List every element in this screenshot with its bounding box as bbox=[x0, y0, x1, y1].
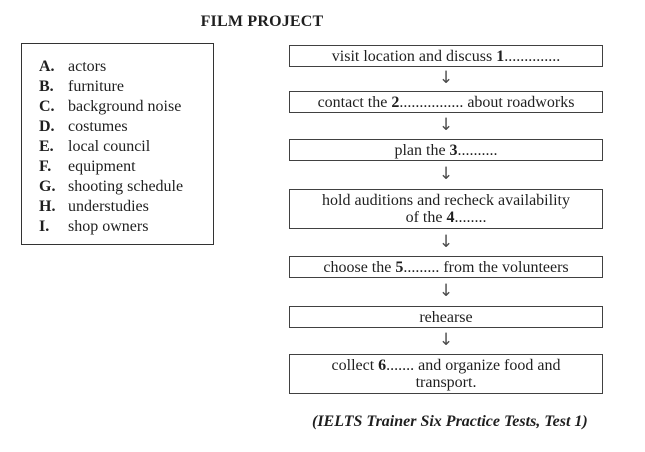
options-panel: A. actors B. furniture C. background noi… bbox=[21, 43, 214, 245]
blank-6-dots: ....... and organize food and bbox=[386, 357, 561, 374]
down-arrow-icon: ↓ bbox=[438, 164, 454, 184]
step-line: contact the 2................ about road… bbox=[294, 94, 598, 111]
step-line: rehearse bbox=[294, 309, 598, 326]
option-letter: A. bbox=[39, 58, 55, 75]
option-label: equipment bbox=[68, 158, 136, 175]
question-4-number: 4 bbox=[446, 209, 455, 226]
step-line: of the 4........ bbox=[294, 209, 598, 226]
option-letter: C. bbox=[39, 98, 55, 115]
step-text: contact the bbox=[317, 93, 392, 111]
blank-1-dots: .............. bbox=[504, 47, 561, 65]
step-line: plan the 3.......... bbox=[294, 142, 598, 159]
option-label: actors bbox=[68, 58, 107, 75]
step-text: collect bbox=[331, 357, 379, 374]
option-letter: I. bbox=[39, 218, 50, 235]
step-text: transport. bbox=[415, 374, 477, 391]
down-arrow-icon: ↓ bbox=[438, 281, 454, 301]
option-label: local council bbox=[68, 138, 151, 155]
option-letter: H. bbox=[39, 198, 56, 215]
option-h: H. understudies bbox=[39, 197, 207, 217]
option-e: E. local council bbox=[39, 137, 207, 157]
down-arrow-icon: ↓ bbox=[438, 231, 454, 252]
option-letter: F. bbox=[39, 158, 52, 175]
flow-step-2: contact the 2................ about road… bbox=[289, 91, 603, 113]
option-i: I. shop owners bbox=[39, 217, 207, 237]
flow-step-3: plan the 3.......... bbox=[289, 139, 603, 161]
option-f: F. equipment bbox=[39, 157, 207, 177]
down-arrow-icon: ↓ bbox=[438, 115, 454, 135]
step-text: choose the bbox=[323, 258, 396, 276]
step-text: hold auditions and recheck availability bbox=[322, 192, 570, 209]
option-c: C. background noise bbox=[39, 97, 207, 117]
option-label: background noise bbox=[68, 98, 182, 115]
option-d: D. costumes bbox=[39, 117, 207, 137]
blank-4-dots: ........ bbox=[454, 209, 487, 226]
blank-5-dots: ......... from the volunteers bbox=[403, 258, 569, 276]
option-letter: D. bbox=[39, 118, 55, 135]
blank-2-dots: ................ about roadworks bbox=[399, 93, 575, 111]
option-letter: G. bbox=[39, 178, 56, 195]
blank-3-dots: .......... bbox=[457, 141, 498, 159]
question-6-number: 6 bbox=[378, 357, 387, 374]
step-text: visit location and discuss bbox=[331, 47, 497, 65]
question-1-number: 1 bbox=[496, 47, 505, 65]
option-label: costumes bbox=[68, 118, 128, 135]
down-arrow-icon: ↓ bbox=[438, 330, 454, 350]
step-text: of the bbox=[405, 209, 447, 226]
option-letter: B. bbox=[39, 78, 54, 95]
question-2-number: 2 bbox=[391, 93, 400, 111]
step-line: transport. bbox=[294, 374, 598, 391]
flow-step-5: choose the 5......... from the volunteer… bbox=[289, 256, 603, 278]
step-text: rehearse bbox=[419, 308, 473, 326]
page-title: FILM PROJECT bbox=[200, 13, 324, 30]
question-3-number: 3 bbox=[449, 141, 458, 159]
down-arrow-icon: ↓ bbox=[438, 68, 454, 88]
step-line: visit location and discuss 1............… bbox=[294, 48, 598, 65]
source-caption: (IELTS Trainer Six Practice Tests, Test … bbox=[312, 413, 588, 430]
flow-step-1: visit location and discuss 1............… bbox=[289, 45, 603, 67]
option-label: shooting schedule bbox=[68, 178, 184, 195]
question-5-number: 5 bbox=[395, 258, 404, 276]
step-line: collect 6....... and organize food and bbox=[294, 357, 598, 374]
flow-step-7: collect 6....... and organize food and t… bbox=[289, 354, 603, 394]
option-b: B. furniture bbox=[39, 77, 207, 97]
step-text: plan the bbox=[394, 141, 450, 159]
option-g: G. shooting schedule bbox=[39, 177, 207, 197]
option-letter: E. bbox=[39, 138, 54, 155]
step-line: hold auditions and recheck availability bbox=[294, 192, 598, 209]
step-line: choose the 5......... from the volunteer… bbox=[294, 259, 598, 276]
flow-step-4: hold auditions and recheck availability … bbox=[289, 189, 603, 229]
option-label: understudies bbox=[68, 198, 149, 215]
option-label: furniture bbox=[68, 78, 124, 95]
option-a: A. actors bbox=[39, 57, 207, 77]
flow-step-6: rehearse bbox=[289, 306, 603, 328]
option-label: shop owners bbox=[68, 218, 149, 235]
